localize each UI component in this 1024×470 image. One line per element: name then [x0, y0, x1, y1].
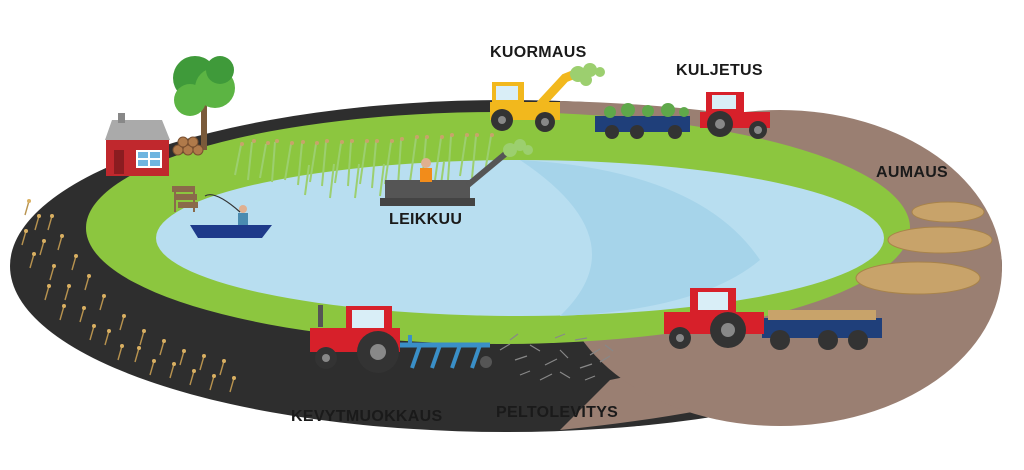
lake-shade — [520, 160, 760, 316]
straw-heaps — [855, 201, 993, 295]
house-icon — [105, 113, 170, 176]
plough-tractor-icon — [310, 305, 492, 373]
label-kuljetus: KULJETUS — [676, 62, 763, 79]
lake — [156, 160, 884, 316]
label-kevytmuokkaus: KEVYTMUOKKAUS — [291, 408, 443, 425]
label-leikkuu: LEIKKUU — [389, 211, 463, 228]
straw-tractor-icon — [664, 288, 882, 350]
outer-ring — [10, 100, 1002, 432]
straw-heap — [887, 226, 993, 254]
reed-harvester-boat-icon — [380, 139, 533, 206]
label-kuormaus: KUORMAUS — [490, 44, 587, 61]
pier-icon — [172, 186, 198, 212]
label-peltolevitys: PELTOLEVITYS — [496, 404, 619, 421]
wood-pile-icon — [172, 136, 204, 156]
label-aumaus: AUMAUS — [876, 164, 949, 181]
wheat-field — [21, 200, 235, 393]
transport-tractor-icon — [595, 92, 770, 139]
reed-bed — [234, 135, 492, 199]
straw-heap — [911, 201, 985, 223]
spread-straw — [499, 333, 614, 381]
fishing-boat-icon — [190, 194, 272, 238]
tree-icon — [173, 56, 235, 150]
reed-tops — [240, 133, 494, 146]
wheel-loader-icon — [490, 63, 605, 132]
straw-heap — [855, 261, 981, 295]
wheat-heads — [24, 199, 236, 380]
